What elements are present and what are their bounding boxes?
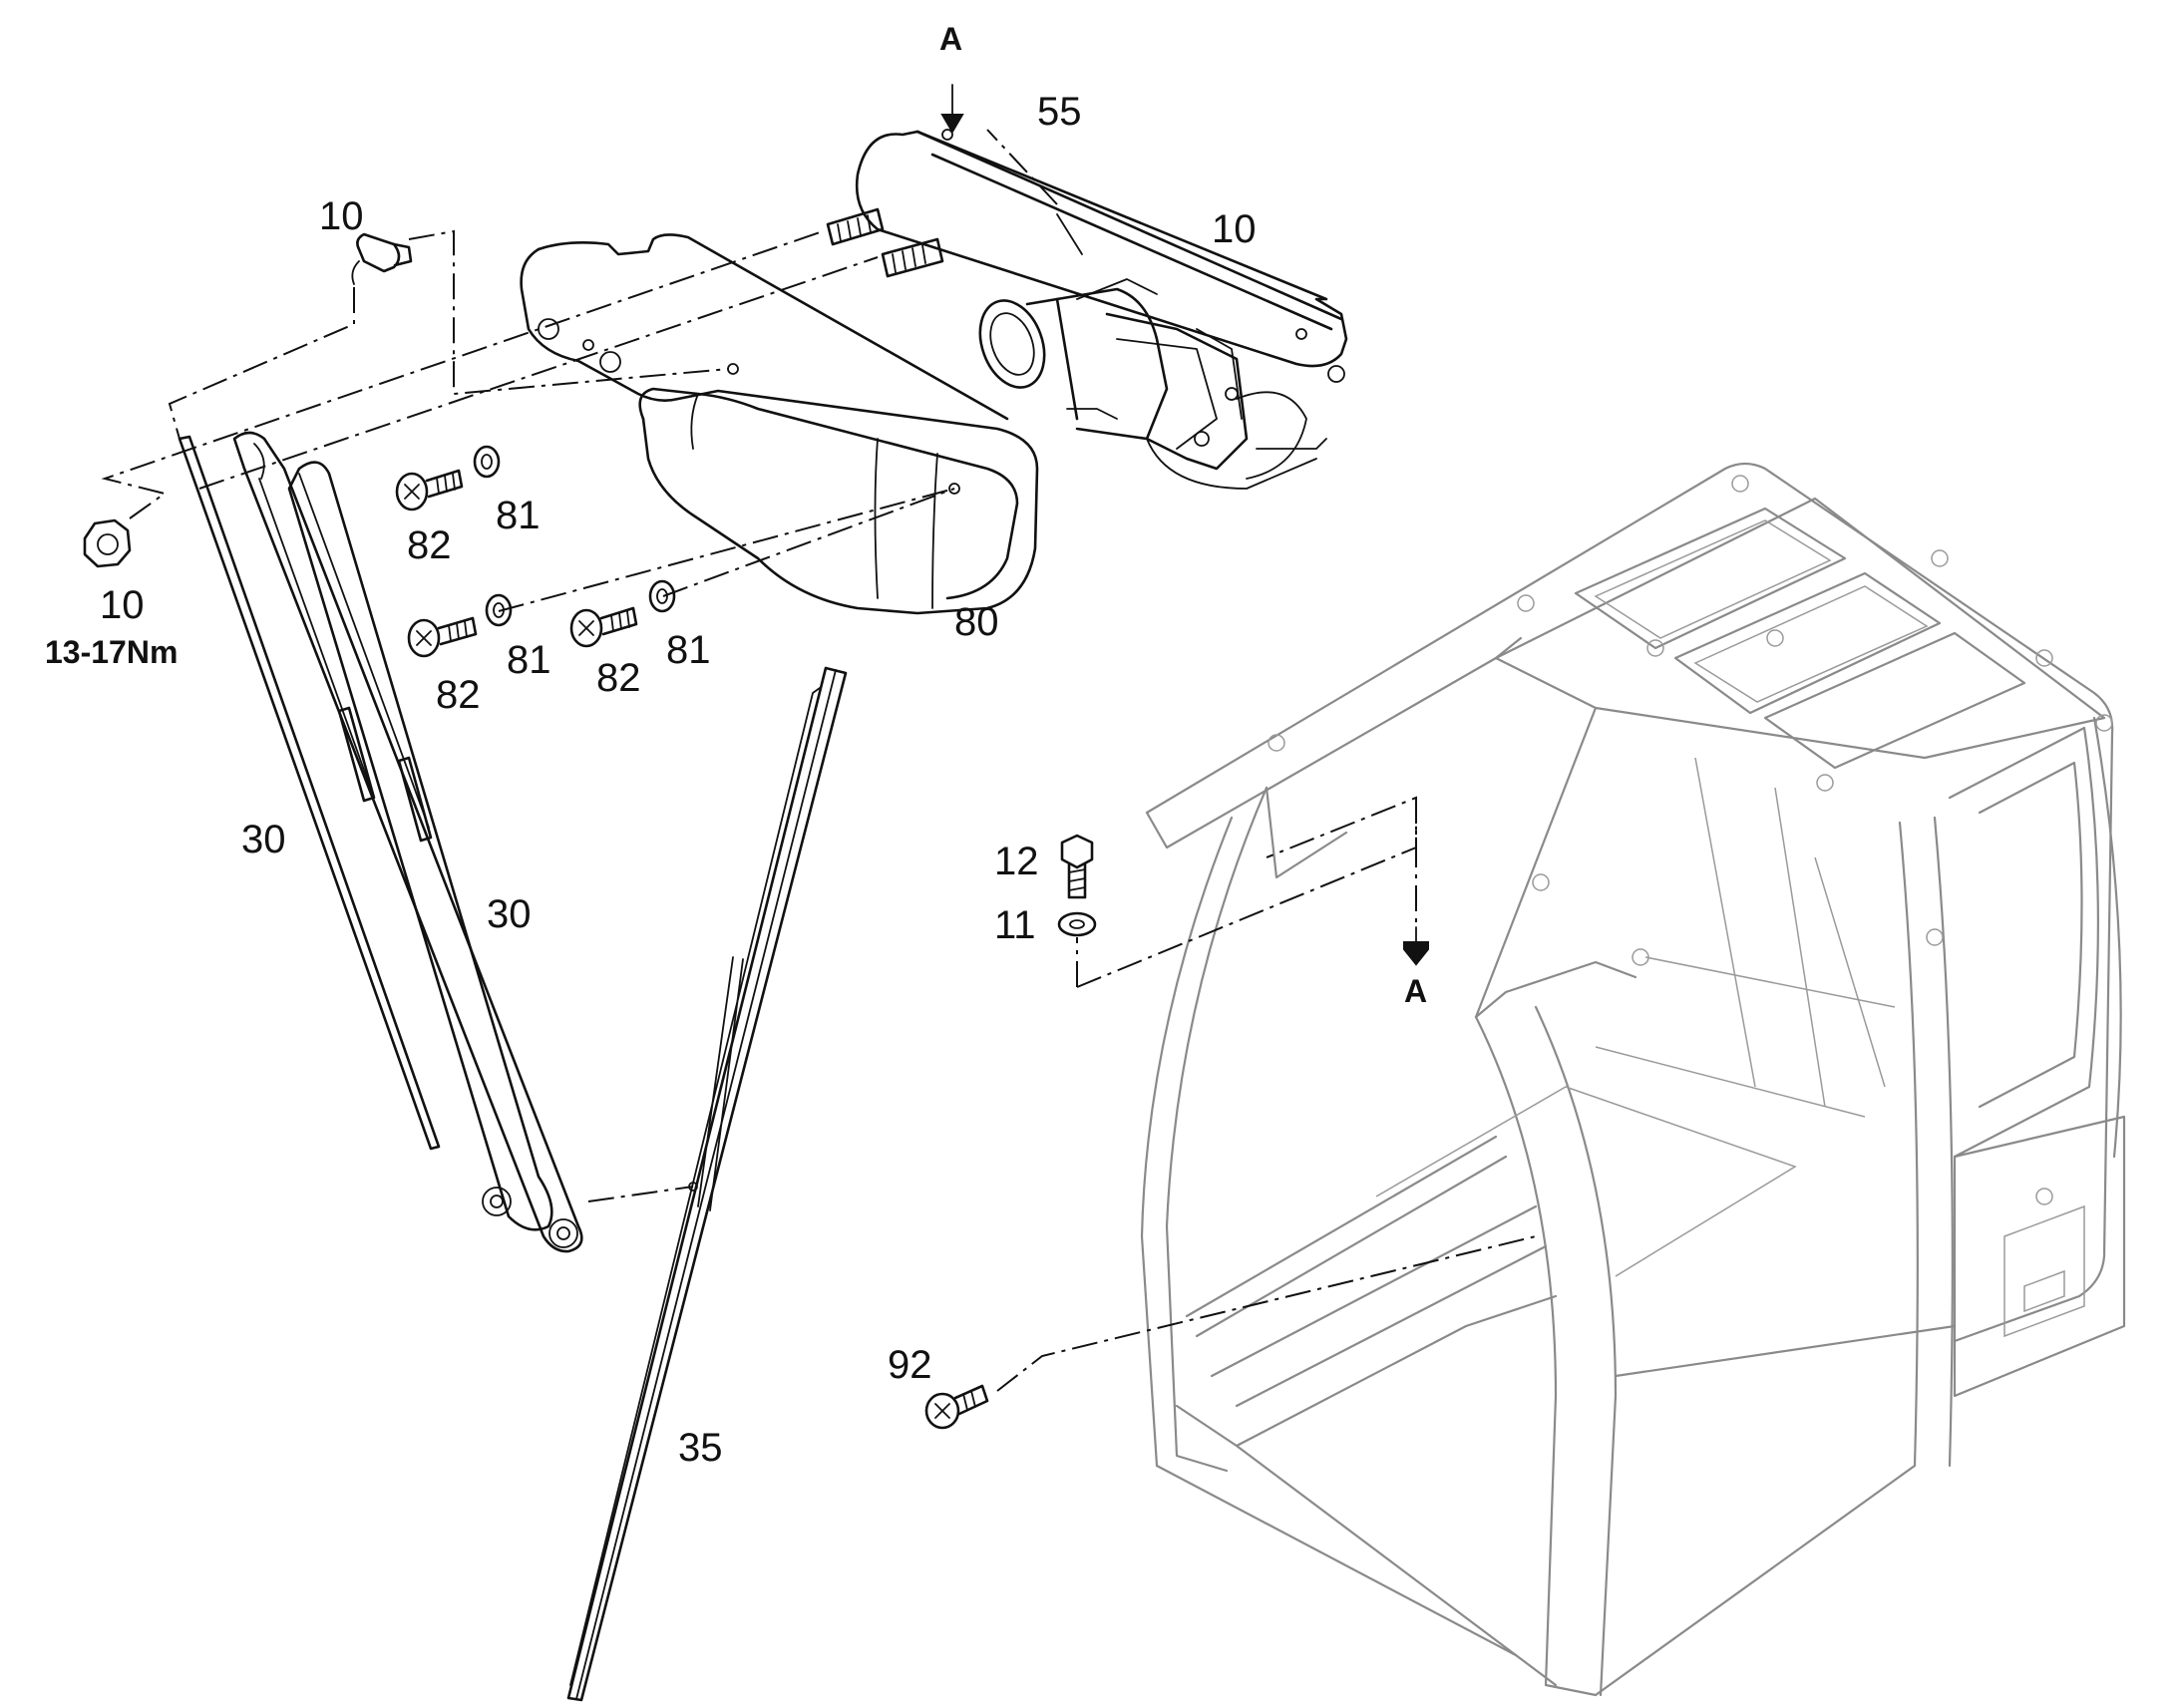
callout-81-bottom-right: 81 — [666, 628, 711, 672]
screws-and-washers — [395, 445, 676, 658]
cab-frame — [1140, 462, 2126, 1697]
washer-11 — [1057, 911, 1097, 937]
callout-81-top: 81 — [496, 494, 541, 537]
callout-11: 11 — [994, 903, 1036, 947]
washer-nozzle — [351, 232, 413, 285]
cab-bolt-heads — [1268, 475, 2113, 1205]
callout-55: 55 — [1037, 90, 1082, 134]
bolt-12 — [1060, 834, 1094, 899]
leader-lines — [101, 129, 1537, 1392]
callout-30-front: 30 — [241, 818, 286, 861]
callout-82-bottom-right: 82 — [596, 656, 641, 700]
view-label-a-bottom: A — [1404, 973, 1427, 1009]
wiper-motor — [978, 278, 1327, 490]
wiper-motor-bracket — [855, 129, 1348, 383]
wiper-blade — [566, 666, 848, 1702]
callout-82-bottom-left: 82 — [436, 673, 481, 717]
callout-30-rear: 30 — [487, 892, 532, 936]
view-label-a-top: A — [939, 21, 962, 57]
callout-10-nozzle: 10 — [319, 194, 364, 238]
view-arrow-bottom — [1403, 926, 1429, 966]
callout-82-top: 82 — [407, 523, 452, 567]
callout-80: 80 — [954, 600, 999, 644]
wiper-arm-rear — [232, 431, 583, 1253]
wiper-cover — [520, 233, 1039, 615]
callout-35: 35 — [678, 1426, 723, 1470]
callout-10-nut: 10 — [100, 583, 145, 627]
screw-92 — [924, 1384, 989, 1430]
wiper-arm-front — [178, 435, 553, 1231]
callout-12: 12 — [994, 840, 1039, 883]
torque-spec: 13-17Nm — [45, 634, 178, 670]
view-arrow-top — [940, 84, 964, 134]
callout-10-bracket: 10 — [1212, 207, 1257, 251]
bracket-studs — [826, 207, 944, 278]
hex-nut — [83, 518, 132, 568]
callout-92: 92 — [888, 1343, 932, 1387]
callout-labels: A 55 10 10 10 13-17Nm 82 81 82 81 82 81 … — [45, 21, 1427, 1470]
callout-81-bottom-left: 81 — [507, 638, 551, 682]
